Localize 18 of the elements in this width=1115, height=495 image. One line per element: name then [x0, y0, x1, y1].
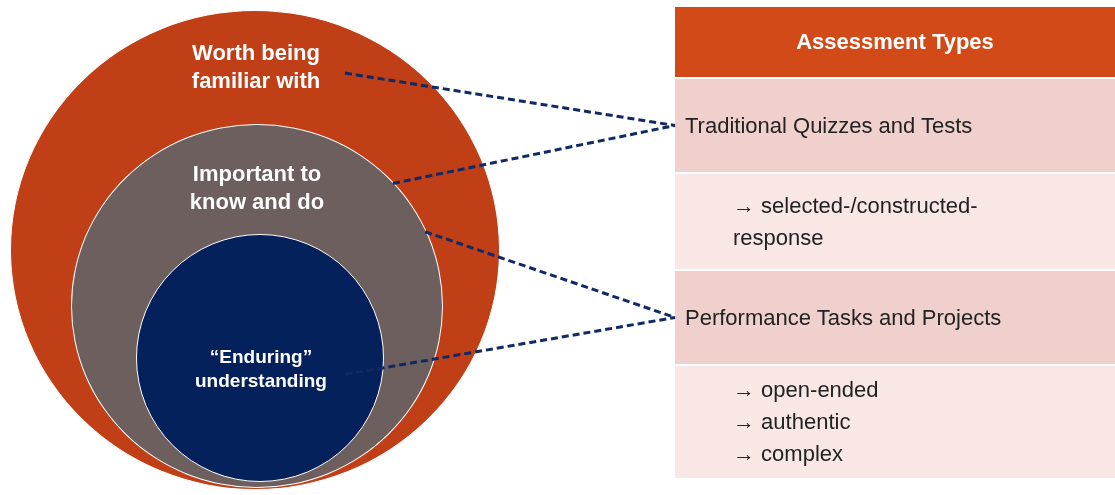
dashed-connector [344, 316, 676, 376]
table-row [675, 271, 1115, 364]
table-row [675, 79, 1115, 172]
dashed-connector [344, 71, 676, 127]
circle-label: Worth being familiar with [190, 39, 322, 94]
bullet-text: → selected-/constructed-response [733, 191, 979, 252]
circle-label: Important to know and do [188, 160, 326, 215]
table-row [675, 366, 1115, 478]
table-header [675, 7, 1115, 77]
row-text: Traditional Quizzes and Tests [685, 111, 974, 140]
row-text: Performance Tasks and Projects [685, 303, 1003, 332]
table-row [675, 174, 1115, 269]
bullet-text: → complex [733, 439, 845, 468]
bullet-text: → open-ended [733, 376, 880, 405]
header-text: Assessment Types [796, 28, 994, 57]
circle-label: “Enduring” understanding [194, 345, 328, 393]
bullet-text: → authentic [733, 408, 852, 437]
dashed-connector [392, 124, 676, 185]
